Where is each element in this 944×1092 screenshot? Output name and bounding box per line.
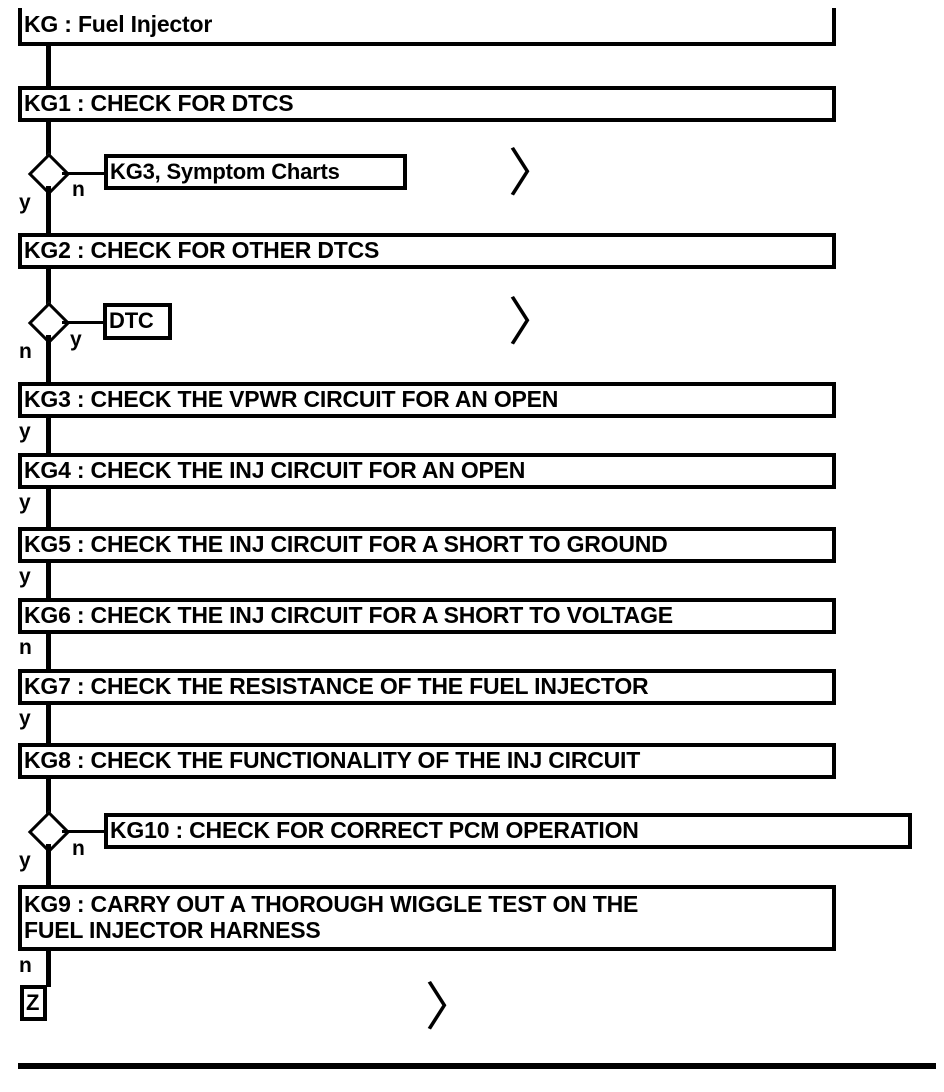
step-box-kg9[interactable]: KG9 : CARRY OUT A THOROUGH WIGGLE TEST O… (18, 885, 836, 951)
reference-label-symptom-charts: KG3, Symptom Charts (110, 158, 340, 184)
goto-chevron-1-icon[interactable]: 〉 (508, 144, 561, 204)
connector-decision2-yes (62, 321, 106, 324)
connector-kg8-to-decision3 (46, 779, 51, 820)
reference-box-z[interactable]: Z (20, 985, 47, 1021)
branch-label-decision1-yes: y (19, 191, 31, 214)
branch-label-decision3-no: n (72, 837, 85, 860)
step-box-kg-title[interactable]: KG : Fuel Injector (18, 8, 836, 46)
connector-kg5-to-kg6 (46, 563, 51, 599)
step-box-kg6[interactable]: KG6 : CHECK THE INJ CIRCUIT FOR A SHORT … (18, 598, 836, 634)
step-label-kg9: KG9 : CARRY OUT A THOROUGH WIGGLE TEST O… (24, 891, 639, 943)
branch-label-kg7-yes: y (19, 707, 31, 730)
connector-decision1-no (62, 172, 108, 175)
branch-label-kg3-yes: y (19, 420, 31, 443)
step-label-kg6: KG6 : CHECK THE INJ CIRCUIT FOR A SHORT … (24, 602, 673, 629)
connector-kg6-to-kg7 (46, 634, 51, 670)
branch-label-decision2-yes: y (70, 328, 82, 351)
connector-kg1-to-decision1 (46, 122, 51, 162)
step-box-kg3[interactable]: KG3 : CHECK THE VPWR CIRCUIT FOR AN OPEN (18, 382, 836, 418)
step-label-kg8: KG8 : CHECK THE FUNCTIONALITY OF THE INJ… (24, 747, 641, 774)
branch-label-kg5-yes: y (19, 565, 31, 588)
step-box-kg4[interactable]: KG4 : CHECK THE INJ CIRCUIT FOR AN OPEN (18, 453, 836, 489)
connector-decision2-no-to-kg3 (46, 335, 51, 383)
step-box-kg10[interactable]: KG10 : CHECK FOR CORRECT PCM OPERATION (104, 813, 912, 849)
step-label-kg-title: KG : Fuel Injector (24, 11, 213, 38)
step-label-kg3: KG3 : CHECK THE VPWR CIRCUIT FOR AN OPEN (24, 386, 559, 413)
branch-label-kg4-yes: y (19, 491, 31, 514)
page-bottom-rule (18, 1063, 936, 1069)
branch-label-decision1-no: n (72, 178, 85, 201)
reference-label-dtc: DTC (109, 308, 154, 334)
goto-chevron-3-icon[interactable]: 〉 (425, 978, 478, 1038)
connector-decision3-no (62, 830, 108, 833)
connector-kg3-to-kg4 (46, 418, 51, 454)
step-label-kg1: KG1 : CHECK FOR DTCS (24, 90, 294, 117)
connector-decision3-yes-to-kg9 (46, 844, 51, 889)
reference-label-z: Z (26, 989, 40, 1015)
step-label-kg7: KG7 : CHECK THE RESISTANCE OF THE FUEL I… (24, 673, 649, 700)
connector-decision1-yes-to-kg2 (46, 186, 51, 234)
connector-kg7-to-kg8 (46, 705, 51, 743)
step-box-kg8[interactable]: KG8 : CHECK THE FUNCTIONALITY OF THE INJ… (18, 743, 836, 779)
step-label-kg4: KG4 : CHECK THE INJ CIRCUIT FOR AN OPEN (24, 457, 526, 484)
branch-label-kg9-no: n (19, 954, 32, 977)
branch-label-decision3-yes: y (19, 849, 31, 872)
step-label-kg10: KG10 : CHECK FOR CORRECT PCM OPERATION (110, 817, 639, 844)
reference-box-symptom-charts[interactable]: KG3, Symptom Charts (104, 154, 407, 190)
step-box-kg2[interactable]: KG2 : CHECK FOR OTHER DTCS (18, 233, 836, 269)
step-label-kg2: KG2 : CHECK FOR OTHER DTCS (24, 237, 380, 264)
connector-kg2-to-decision2 (46, 269, 51, 309)
step-box-kg1[interactable]: KG1 : CHECK FOR DTCS (18, 86, 836, 122)
branch-label-kg6-no: n (19, 636, 32, 659)
branch-label-decision2-no: n (19, 340, 32, 363)
goto-chevron-2-icon[interactable]: 〉 (508, 293, 561, 353)
connector-kg9-to-z (46, 951, 51, 987)
step-label-kg5: KG5 : CHECK THE INJ CIRCUIT FOR A SHORT … (24, 531, 668, 558)
connector-kg4-to-kg5 (46, 489, 51, 527)
connector-kg-to-kg1 (46, 46, 51, 86)
step-box-kg5[interactable]: KG5 : CHECK THE INJ CIRCUIT FOR A SHORT … (18, 527, 836, 563)
step-box-kg7[interactable]: KG7 : CHECK THE RESISTANCE OF THE FUEL I… (18, 669, 836, 705)
reference-box-dtc[interactable]: DTC (103, 303, 172, 340)
